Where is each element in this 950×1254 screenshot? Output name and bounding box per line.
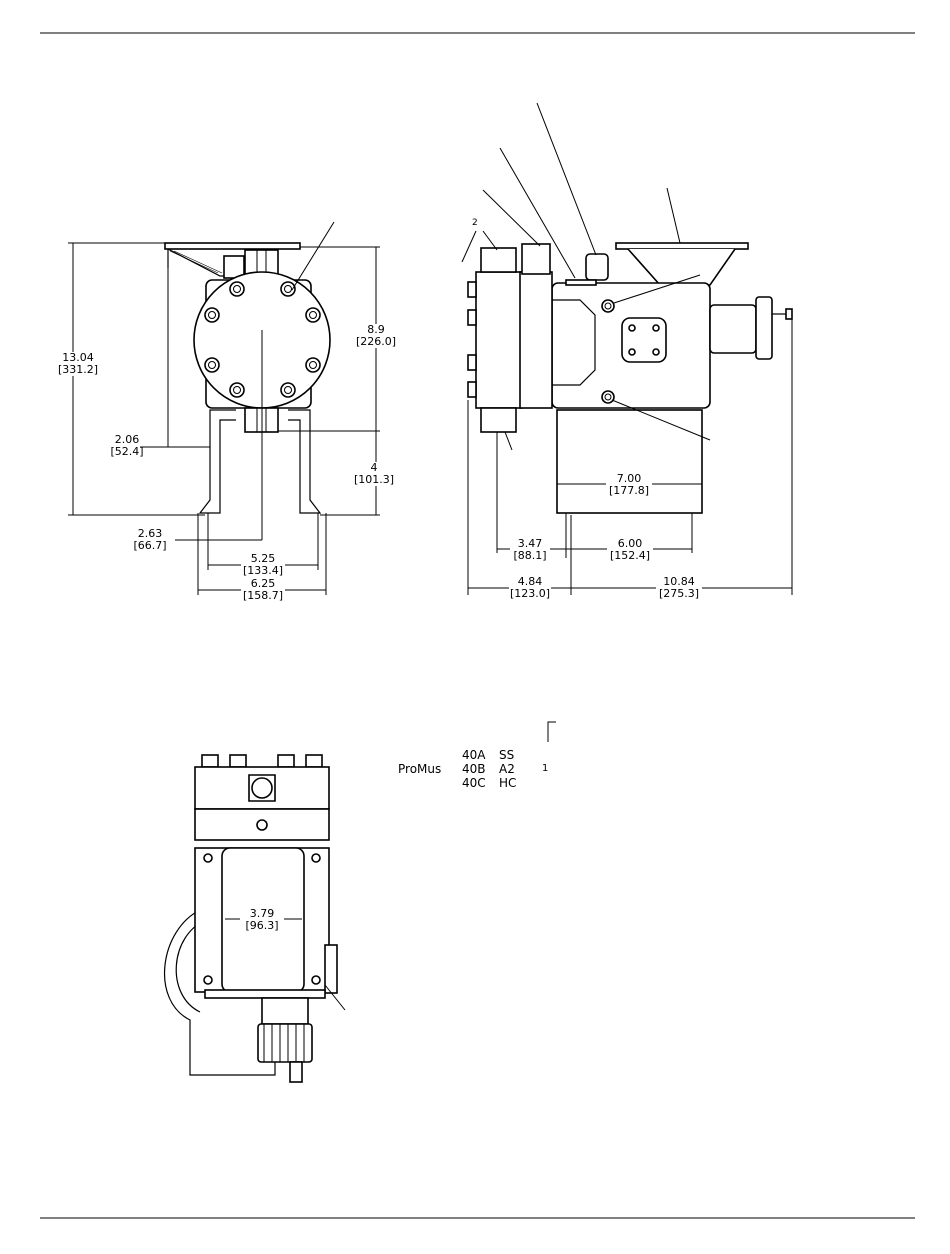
dim-metric: [177.8] [606,485,652,497]
dim-2-63: 2.63 [66.7] [130,528,170,552]
callout-qty-2: 2 [472,218,478,228]
model-code-materials: SS A2 HC [499,748,525,790]
side-vent [522,244,550,274]
dim-3-79: 3.79 [96.3] [240,908,284,932]
size-option: 40B [462,762,492,776]
dim-10-84: 10.84 [275.3] [656,576,702,600]
dim-metric: [123.0] [509,588,551,600]
dim-metric: [158.7] [241,590,285,602]
side-hopper-plate [616,243,748,249]
dim-metric: [66.7] [130,540,170,552]
code-bracket [548,722,556,742]
dim-4: 4 [101.3] [352,462,396,486]
dim-metric: [52.4] [107,446,147,458]
dim-metric: [226.0] [354,336,398,348]
top-fitting [245,250,278,274]
model-code-sizes: 40A 40B 40C [462,748,492,790]
dim-metric: [101.3] [352,474,396,486]
stand-right [288,410,320,513]
dim-4-84: 4.84 [123.0] [509,576,551,600]
side-view [462,103,792,595]
dim-metric: [88.1] [510,550,550,562]
dim-3-47: 3.47 [88.1] [510,538,550,562]
dim-6-00: 6.00 [152.4] [607,538,653,562]
dim-7-00: 7.00 [177.8] [606,473,652,497]
hopper-cone [168,249,232,276]
dim-metric: [96.3] [240,920,284,932]
side-hopper-cone [628,249,735,285]
center-cover [622,318,666,362]
dim-13-04: 13.04 [331.2] [58,352,98,376]
hopper-plate [165,243,300,249]
dim-metric: [152.4] [607,550,653,562]
side-base [557,410,702,513]
material-option: A2 [499,762,525,776]
front-view [68,222,380,595]
dim-metric: [133.4] [241,565,285,577]
dim-8-9: 8.9 [226.0] [354,324,398,348]
callout-qty-1: 1 [542,763,548,774]
size-option: 40C [462,776,492,790]
dim-6-25: 6.25 [158.7] [241,578,285,602]
model-code-prefix: ProMus [398,762,458,776]
material-option: SS [499,748,525,762]
side-bottom-valve [481,408,516,432]
top-knob [586,254,608,280]
dim-metric: [331.2] [58,364,98,376]
dim-5-25: 5.25 [133.4] [241,553,285,577]
dim-metric: [275.3] [656,588,702,600]
dim-2-06: 2.06 [52.4] [107,434,147,458]
stroke-adjuster [710,305,756,353]
side-top-valve [481,248,516,272]
material-option: HC [499,776,525,790]
stand-left [200,410,236,513]
side-pump-head [476,272,522,408]
size-option: 40A [462,748,492,762]
